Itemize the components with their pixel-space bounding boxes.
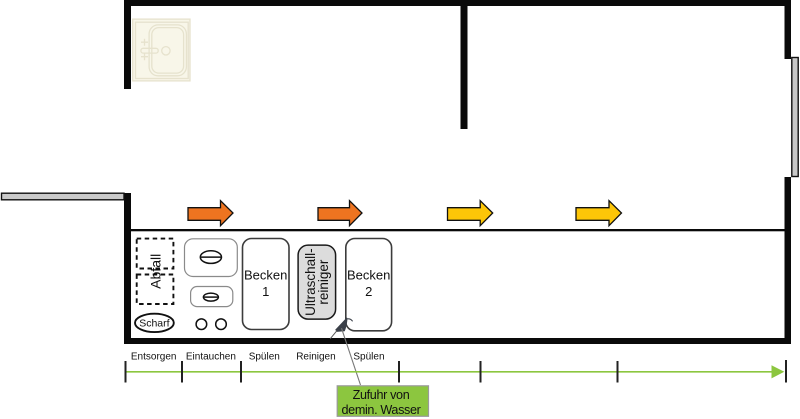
svg-text:Becken: Becken	[244, 267, 287, 282]
svg-text:Scharf: Scharf	[139, 318, 169, 330]
svg-text:1: 1	[262, 284, 269, 299]
svg-text:demin. Wasser: demin. Wasser	[342, 403, 421, 417]
svg-text:Abfall: Abfall	[148, 254, 164, 289]
svg-text:2: 2	[365, 284, 372, 299]
svg-text:Entsorgen: Entsorgen	[131, 351, 177, 362]
svg-text:Reinigen: Reinigen	[296, 351, 335, 362]
svg-text:Zufuhr von: Zufuhr von	[353, 388, 410, 402]
svg-text:Spülen: Spülen	[249, 351, 280, 362]
svg-text:reiniger: reiniger	[316, 259, 331, 305]
svg-text:Spülen: Spülen	[353, 351, 384, 362]
svg-text:Eintauchen: Eintauchen	[186, 351, 236, 362]
svg-text:Becken: Becken	[347, 267, 390, 282]
svg-text:Ultraschall-: Ultraschall-	[303, 248, 318, 316]
